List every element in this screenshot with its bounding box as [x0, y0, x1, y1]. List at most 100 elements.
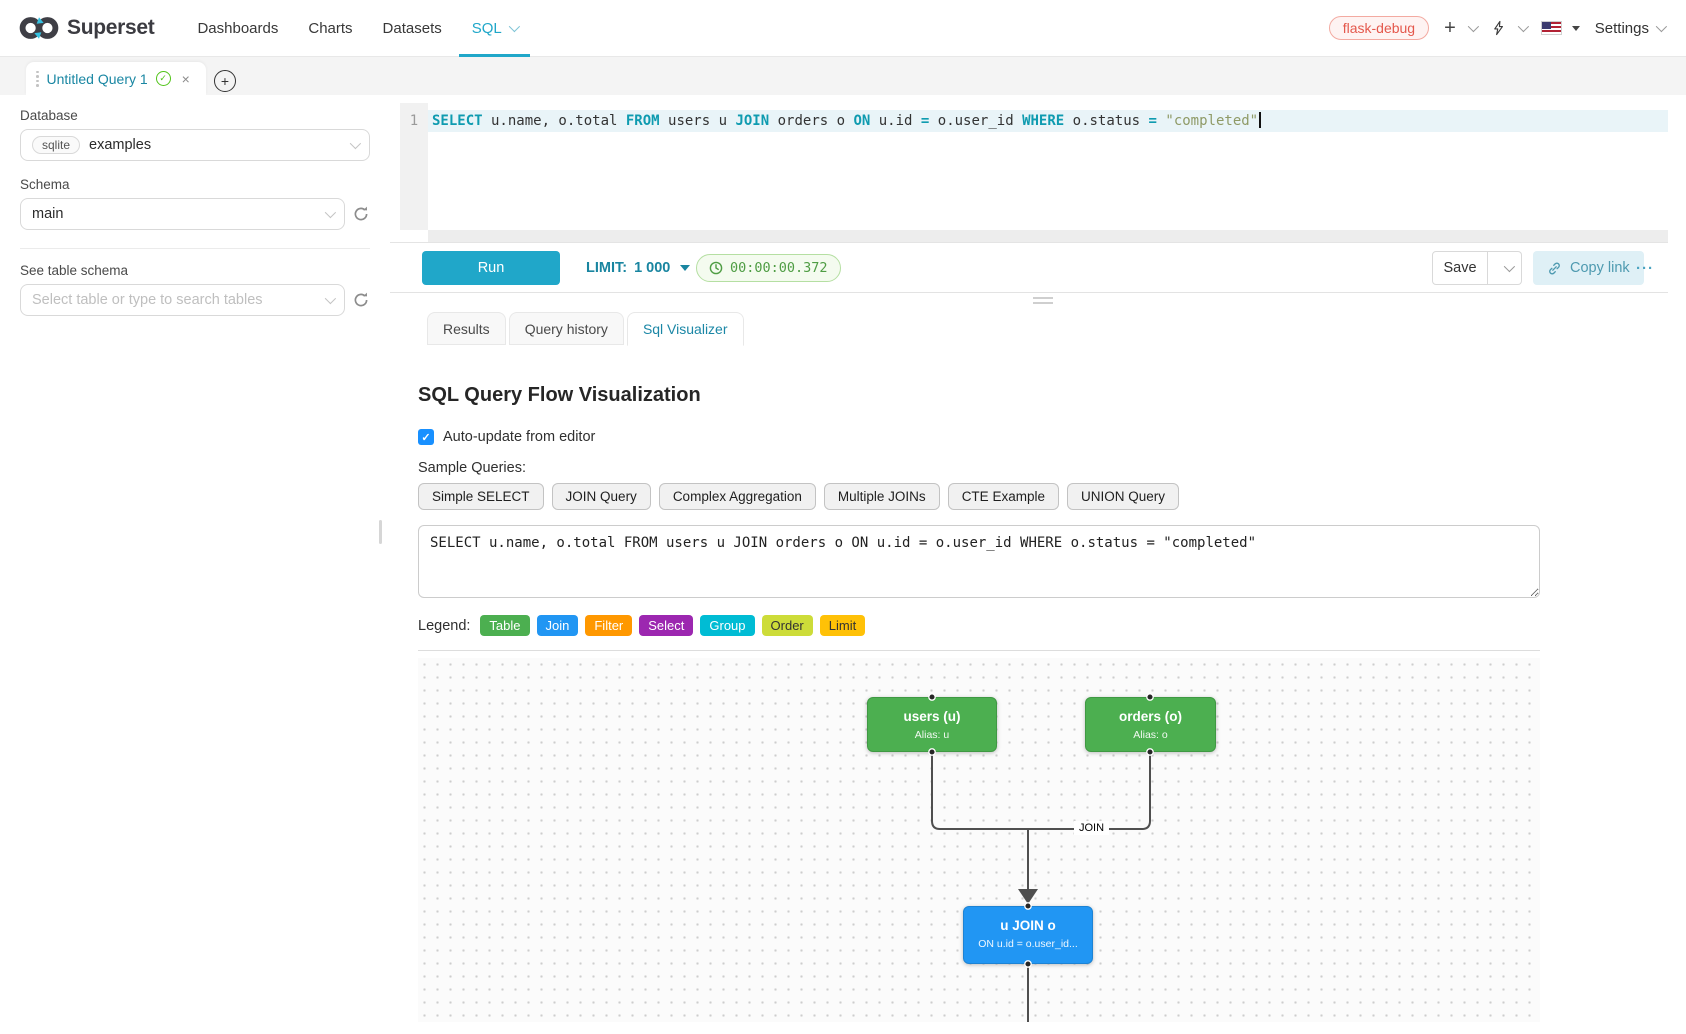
- sql-token: =: [1148, 113, 1157, 129]
- environment-tag: flask-debug: [1328, 16, 1430, 40]
- new-query-tab-button[interactable]: +: [214, 70, 236, 92]
- caret-down-icon: [680, 265, 691, 271]
- us-flag-icon: [1540, 21, 1562, 35]
- copy-link-button[interactable]: Copy link: [1533, 251, 1644, 285]
- flow-node-join[interactable]: u JOIN o ON u.id = o.user_id...: [963, 906, 1093, 964]
- legend-join-badge: Join: [536, 615, 579, 636]
- more-actions-button[interactable]: ···: [1636, 259, 1654, 277]
- database-select[interactable]: sqlite examples: [20, 129, 370, 161]
- new-item-menu[interactable]: +: [1444, 17, 1479, 39]
- tab-sql-visualizer[interactable]: Sql Visualizer: [626, 312, 744, 346]
- sql-token: WHERE: [1022, 113, 1065, 129]
- query-search-menu[interactable]: [1491, 20, 1529, 36]
- chevron-down-icon: [1517, 20, 1529, 33]
- chevron-down-icon: [1467, 20, 1479, 33]
- sql-editor-line[interactable]: SELECT u.name, o.total FROM users u JOIN…: [432, 110, 1262, 132]
- refresh-icon[interactable]: [352, 205, 370, 223]
- schema-select[interactable]: main: [20, 198, 345, 230]
- active-line-highlight: [428, 110, 1668, 132]
- sql-token: ON: [853, 113, 871, 129]
- flow-node-orders[interactable]: orders (o) Alias: o: [1085, 697, 1216, 752]
- sql-token: o.status: [1064, 113, 1149, 129]
- saved-check-icon: ✓: [155, 71, 171, 86]
- node-subtitle: Alias: u: [914, 729, 950, 741]
- clock-icon: [709, 261, 723, 275]
- chevron-down-icon: [1655, 20, 1668, 33]
- line-number: 1: [409, 113, 419, 129]
- sample-cte-example-button[interactable]: CTE Example: [947, 483, 1059, 510]
- node-title: orders (o): [1118, 709, 1182, 724]
- link-icon: [1549, 262, 1560, 274]
- editor-gutter: 1: [400, 103, 428, 230]
- sql-input-textarea[interactable]: SELECT u.name, o.total FROM users u JOIN…: [418, 525, 1540, 598]
- nav-dashboards[interactable]: Dashboards: [197, 19, 279, 37]
- chevron-down-icon: [324, 292, 337, 305]
- table-select-placeholder: Select table or type to search tables: [32, 292, 263, 308]
- sql-token: orders o: [769, 113, 854, 129]
- refresh-icon[interactable]: [352, 291, 370, 309]
- nav-datasets[interactable]: Datasets: [382, 19, 442, 37]
- sample-join-query-button[interactable]: JOIN Query: [551, 483, 651, 510]
- lightning-icon: [1493, 20, 1503, 36]
- schema-label: Schema: [20, 177, 70, 192]
- table-schema-label: See table schema: [20, 263, 129, 278]
- sql-token: "completed": [1165, 113, 1259, 129]
- drag-handle-icon[interactable]: [36, 70, 39, 87]
- legend: Legend: Table Join Filter Select Group O…: [418, 615, 866, 636]
- sample-complex-aggregation-button[interactable]: Complex Aggregation: [658, 483, 816, 510]
- auto-update-label: Auto-update from editor: [443, 429, 596, 445]
- language-picker[interactable]: [1540, 21, 1580, 35]
- nav-sql[interactable]: SQL: [457, 0, 532, 57]
- sql-token: =: [920, 113, 930, 129]
- tab-results[interactable]: Results: [427, 312, 506, 345]
- query-tab-strip: Untitled Query 1 ✓ × +: [0, 57, 1686, 95]
- limit-value: 1 000: [634, 260, 671, 276]
- content-divider: [418, 650, 1540, 651]
- table-select[interactable]: Select table or type to search tables: [20, 284, 345, 316]
- text-cursor: [1259, 112, 1262, 128]
- save-split-button: Save: [1432, 251, 1522, 285]
- limit-dropdown[interactable]: LIMIT: 1 000: [586, 251, 691, 285]
- sample-multiple-joins-button[interactable]: Multiple JOINs: [823, 483, 940, 510]
- settings-menu[interactable]: Settings: [1595, 20, 1668, 37]
- database-value: examples: [89, 137, 152, 153]
- brand-name: Superset: [67, 16, 155, 39]
- flow-node-users[interactable]: users (u) Alias: u: [867, 697, 997, 752]
- sql-token: u.id: [870, 113, 921, 129]
- superset-brand[interactable]: Superset: [18, 14, 155, 42]
- edge-label-join: JOIN: [1074, 821, 1110, 835]
- query-tab-active[interactable]: Untitled Query 1 ✓ ×: [26, 62, 206, 95]
- database-engine-pill: sqlite: [32, 136, 81, 154]
- sample-union-query-button[interactable]: UNION Query: [1066, 483, 1179, 510]
- query-tab-label: Untitled Query 1: [46, 70, 148, 87]
- sql-editor[interactable]: 1 SELECT u.name, o.total FROM users u JO…: [390, 103, 1668, 243]
- pane-resize-handle[interactable]: [1033, 297, 1053, 307]
- elapsed-timer-badge: 00:00:00.372: [696, 254, 841, 282]
- editor-scrollbar-track[interactable]: [428, 230, 1668, 242]
- result-tabs: Results Query history Sql Visualizer: [427, 312, 744, 346]
- auto-update-toggle[interactable]: ✓ Auto-update from editor: [418, 429, 595, 445]
- chevron-down-icon: [1503, 260, 1516, 273]
- close-icon[interactable]: ×: [181, 70, 190, 87]
- sample-simple-select-button[interactable]: Simple SELECT: [418, 483, 544, 510]
- checkbox-checked-icon[interactable]: ✓: [418, 429, 434, 445]
- run-button[interactable]: Run: [422, 251, 560, 285]
- main-nav: Dashboards Charts Datasets SQL: [182, 0, 531, 57]
- save-dropdown-button[interactable]: [1488, 251, 1522, 285]
- chevron-down-icon: [349, 137, 362, 150]
- limit-label: LIMIT:: [586, 260, 628, 276]
- sql-token: SELECT: [432, 113, 483, 129]
- legend-filter-badge: Filter: [585, 615, 633, 636]
- elapsed-time: 00:00:00.372: [730, 260, 828, 276]
- editor-toolbar: Run LIMIT: 1 000 00:00:00.372 Save Copy …: [390, 243, 1668, 293]
- save-button[interactable]: Save: [1432, 251, 1488, 285]
- flow-canvas[interactable]: users (u) Alias: u orders (o) Alias: o u…: [418, 658, 1540, 1022]
- node-title: users (u): [903, 709, 961, 724]
- tab-query-history[interactable]: Query history: [508, 312, 624, 345]
- top-navbar: Superset Dashboards Charts Datasets SQL …: [0, 0, 1686, 57]
- nav-charts[interactable]: Charts: [308, 19, 353, 37]
- sidebar-resize-handle[interactable]: [379, 520, 382, 544]
- plus-icon: +: [1444, 17, 1456, 39]
- legend-label: Legend:: [418, 617, 471, 634]
- schema-value: main: [32, 206, 64, 222]
